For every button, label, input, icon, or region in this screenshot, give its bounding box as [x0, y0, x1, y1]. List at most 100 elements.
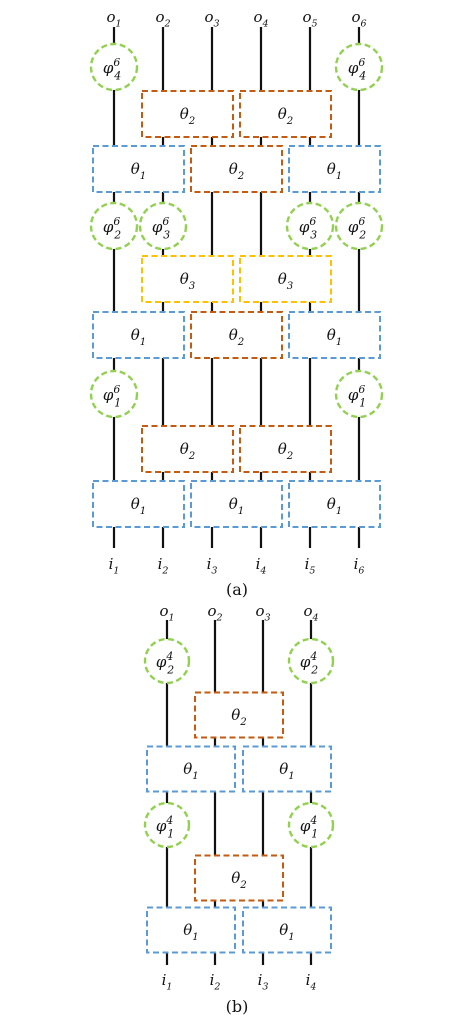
output-label-3: o3: [255, 602, 270, 623]
theta2-block: θ2: [190, 311, 283, 359]
input-label-5: i5: [305, 555, 316, 576]
theta2-block-label: θ2: [180, 105, 196, 127]
theta1-block-label: θ1: [279, 760, 295, 782]
phase-shifter-circle: [89, 369, 139, 419]
theta1-block-label: θ1: [131, 160, 147, 182]
theta2-block-label: θ2: [278, 440, 294, 462]
theta1-block-label: θ1: [131, 495, 147, 517]
theta1-block-frame: [146, 745, 236, 793]
theta1-block-label: θ1: [327, 495, 343, 517]
input-label-3: i3: [258, 971, 269, 992]
phase-shifter-circle: [138, 201, 188, 251]
theta2-block-frame: [190, 145, 283, 193]
theta2-block-label: θ2: [180, 440, 196, 462]
output-label-4: o4: [303, 602, 318, 623]
theta1-block: θ1: [92, 145, 185, 193]
input-label-4: i4: [306, 971, 317, 992]
theta1-block-label: θ1: [279, 921, 295, 943]
output-label-6: o6: [351, 8, 366, 29]
phase-shifter-circle: [285, 201, 335, 251]
theta1-block-label: θ1: [131, 326, 147, 348]
theta1-block-frame: [288, 480, 381, 528]
theta2-block-label: θ2: [231, 869, 247, 891]
output-label-4: o4: [253, 8, 268, 29]
phase-shifter-circle: [89, 201, 139, 251]
theta1-block: θ1: [146, 745, 236, 793]
theta1-block-label: θ1: [327, 160, 343, 182]
theta1-block-label: θ1: [183, 760, 199, 782]
theta2-block: θ2: [239, 90, 332, 138]
theta3-block: θ3: [239, 255, 332, 303]
output-label-2: o2: [207, 602, 222, 623]
phase-shifter-circle: [287, 801, 335, 849]
theta2-block: θ2: [141, 90, 234, 138]
theta1-block-frame: [288, 145, 381, 193]
input-label-3: i3: [207, 555, 218, 576]
theta1-block-frame: [146, 906, 236, 954]
theta2-block: θ2: [141, 425, 234, 473]
output-label-1: o1: [159, 602, 174, 623]
theta2-block: θ2: [194, 854, 284, 902]
theta2-block-label: θ2: [278, 105, 294, 127]
theta1-block-label: θ1: [183, 921, 199, 943]
theta1-block-frame: [190, 480, 283, 528]
theta2-block-frame: [190, 311, 283, 359]
theta1-block: θ1: [242, 906, 332, 954]
theta1-block-frame: [242, 745, 332, 793]
theta1-block-frame: [242, 906, 332, 954]
input-label-2: i2: [158, 555, 169, 576]
theta2-block-frame: [194, 691, 284, 739]
output-label-3: o3: [204, 8, 219, 29]
phase-shifter-circle: [143, 801, 191, 849]
output-label-5: o5: [302, 8, 317, 29]
phase-shifter-circle: [334, 42, 384, 92]
theta2-block-frame: [239, 425, 332, 473]
theta3-block-label: θ3: [278, 270, 294, 292]
input-label-6: i6: [354, 555, 365, 576]
theta2-block: θ2: [190, 145, 283, 193]
theta2-block: θ2: [194, 691, 284, 739]
phase-shifter-circle: [334, 201, 384, 251]
input-label-2: i2: [210, 971, 221, 992]
theta1-block: θ1: [288, 145, 381, 193]
theta1-block: θ1: [242, 745, 332, 793]
theta1-block: θ1: [92, 480, 185, 528]
theta2-block: θ2: [239, 425, 332, 473]
theta2-block-frame: [239, 90, 332, 138]
theta2-block-label: θ2: [229, 326, 245, 348]
theta3-block: θ3: [141, 255, 234, 303]
caption-a: (a): [226, 580, 248, 599]
theta1-block-frame: [92, 480, 185, 528]
theta2-block-frame: [141, 90, 234, 138]
theta1-block: θ1: [146, 906, 236, 954]
output-label-2: o2: [155, 8, 170, 29]
phase-shifter-circle: [89, 42, 139, 92]
input-label-1: i1: [162, 971, 173, 992]
theta2-block-label: θ2: [229, 160, 245, 182]
phase-shifter-circle: [287, 637, 335, 685]
theta2-block-label: θ2: [231, 706, 247, 728]
input-label-4: i4: [256, 555, 267, 576]
